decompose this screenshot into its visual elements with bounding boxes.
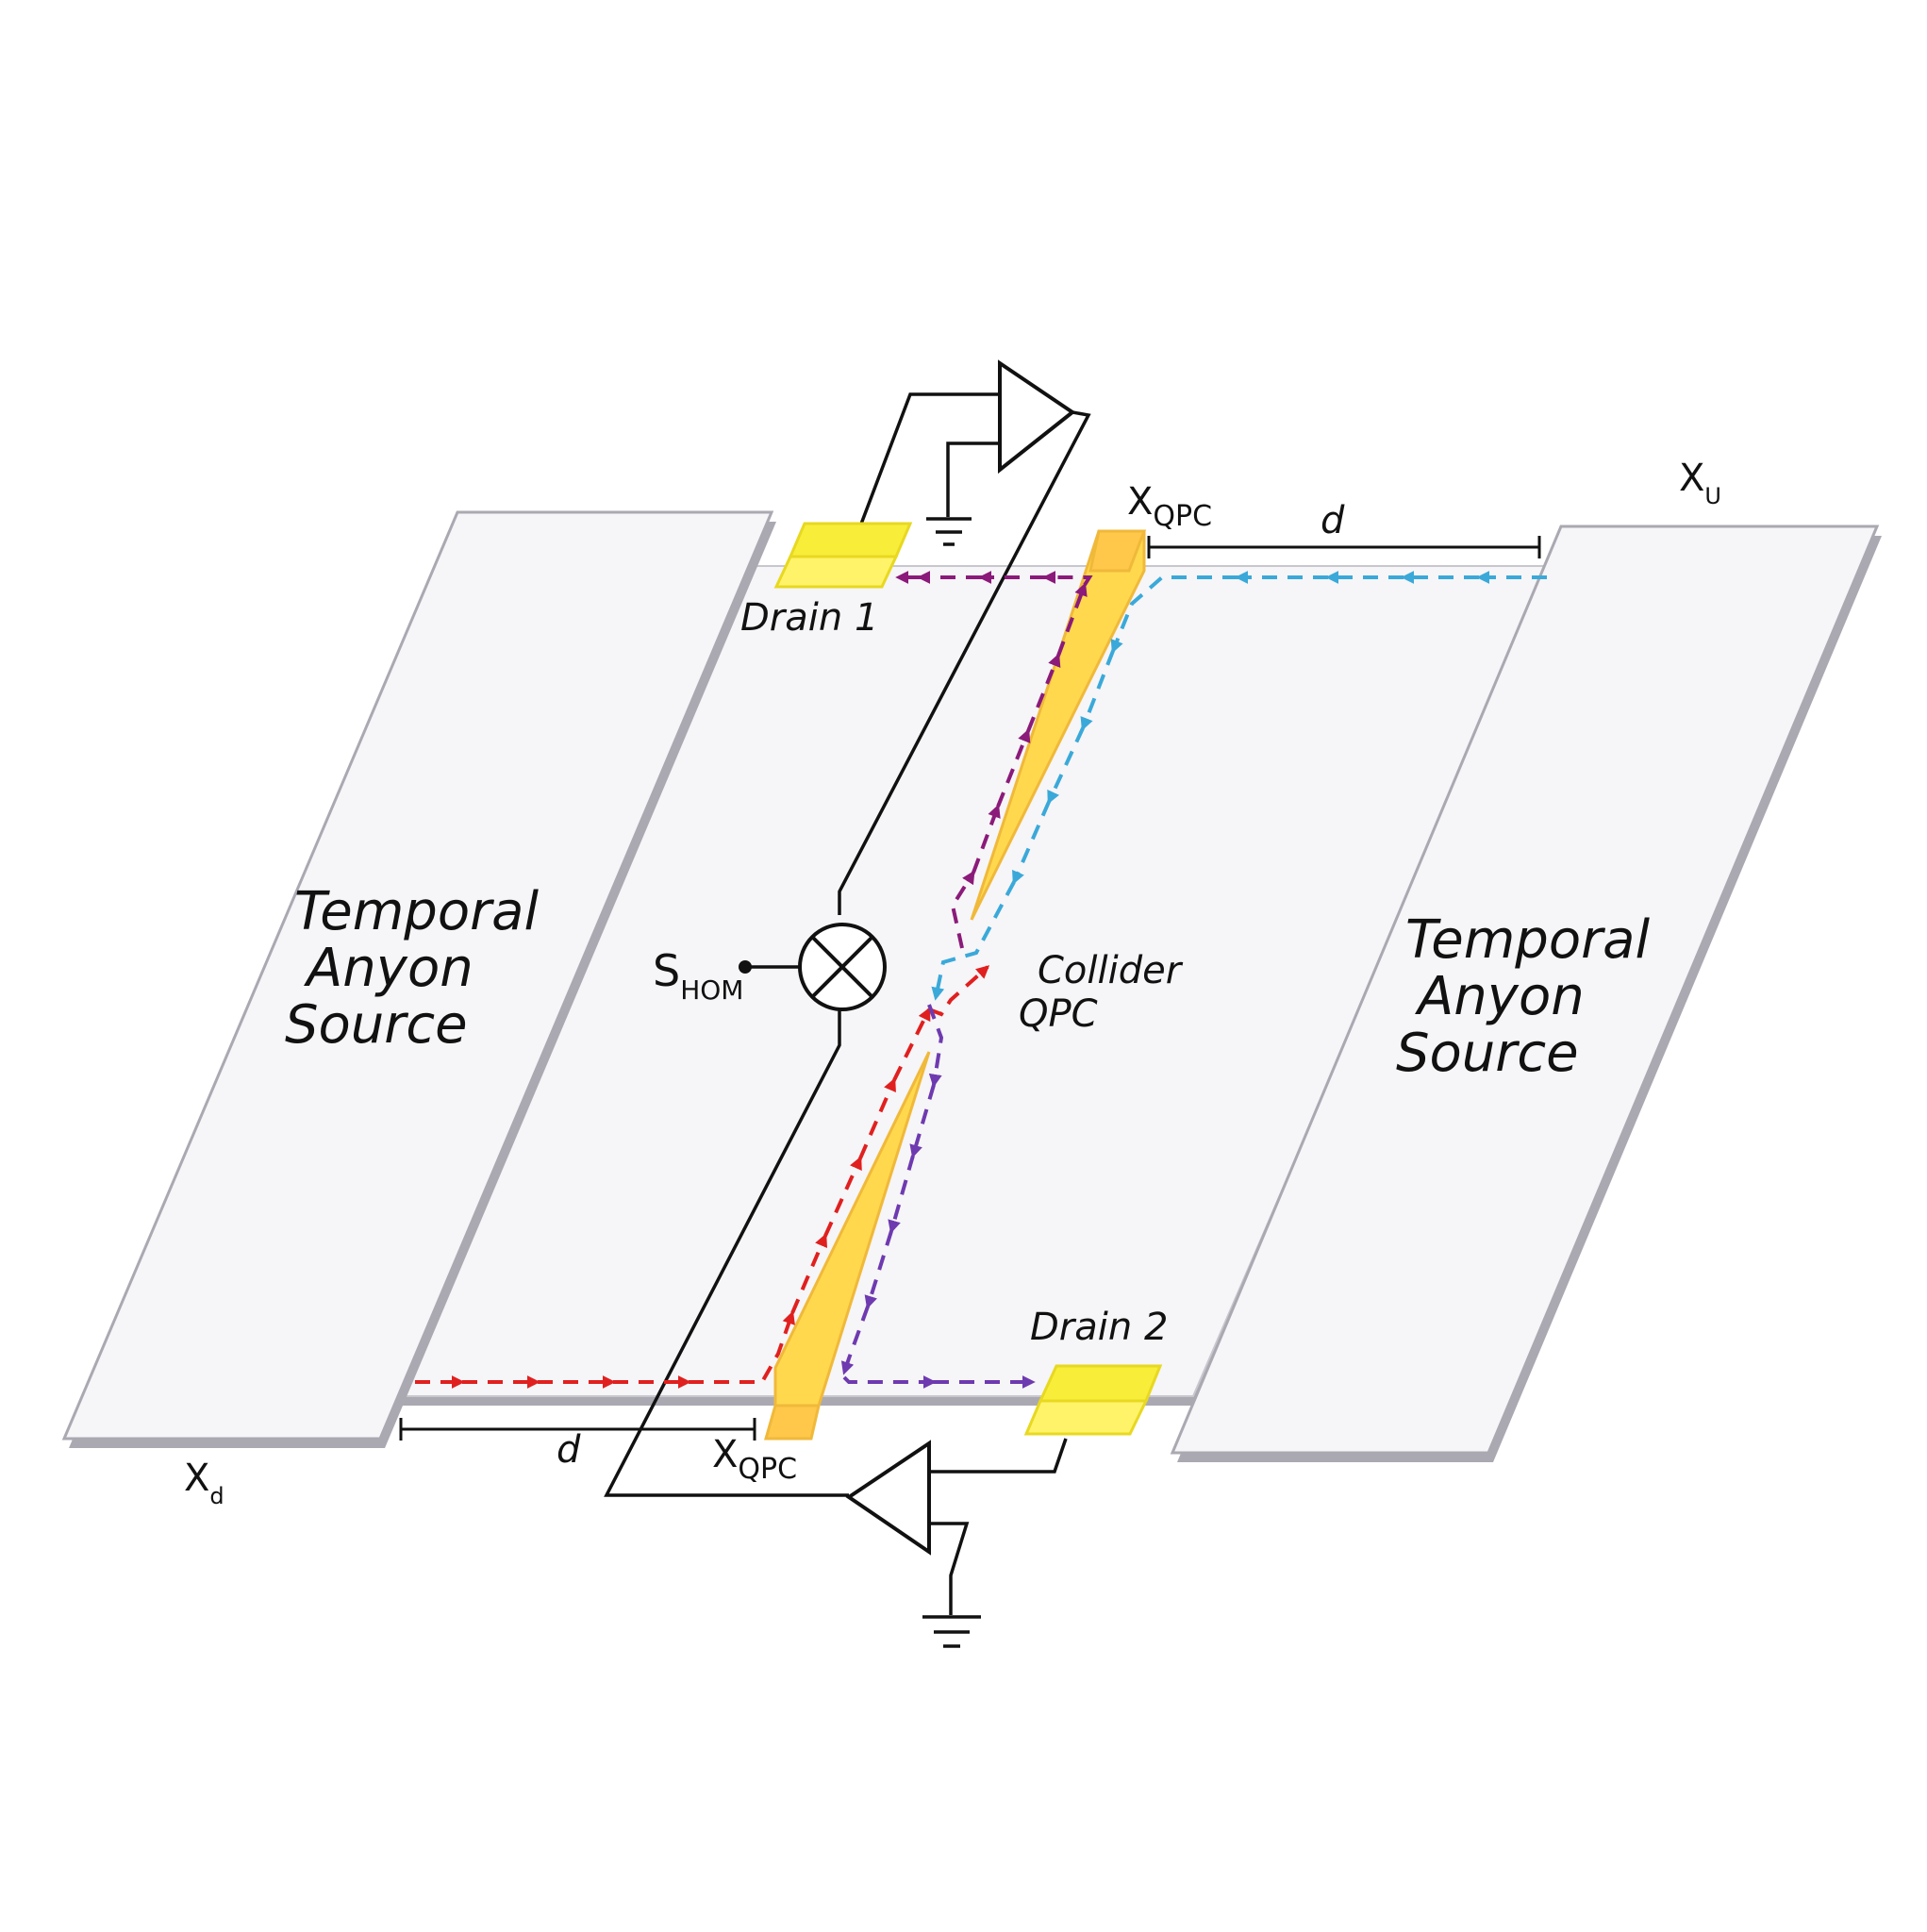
collider-qpc-label: Collider QPC: [1019, 949, 1184, 1036]
edge-paths: [415, 571, 1547, 1389]
amplifier-bottom-icon: [845, 1440, 931, 1556]
source-left-label: Temporal Anyon Source: [285, 881, 539, 1056]
cross-correlator-icon: [798, 923, 887, 1011]
source-right-line-1: Temporal: [1405, 909, 1650, 971]
drain1-contact: [773, 522, 913, 589]
x-qpc-bottom-label: XQPC: [712, 1433, 797, 1486]
s-hom-label: SHOM: [653, 945, 743, 1006]
violet-path-to-drain2: [842, 1375, 937, 1389]
purple-path-up-gate: [950, 870, 975, 949]
source-left-line-2: Anyon: [304, 938, 473, 999]
source-left-line-3: Source: [285, 994, 468, 1056]
d-bottom-label: d: [557, 1428, 581, 1472]
source-right-line-3: Source: [1396, 1023, 1579, 1084]
drain2-label: Drain 2: [1030, 1306, 1168, 1349]
distance-marker-bottom: [399, 1418, 756, 1441]
source-right-line-2: Anyon: [1415, 966, 1585, 1027]
x-u-label: XU: [1679, 457, 1721, 509]
wire-amp-top-ground: [946, 441, 1002, 517]
drain1-label: Drain 1: [740, 596, 878, 640]
qpc-gate-bottom: [764, 1051, 931, 1441]
purple-path-to-drain1: [1042, 571, 1093, 587]
wire-drain2-to-amp: [929, 1438, 1068, 1474]
violet-path-down-gate: [927, 1004, 944, 1088]
source-panel-left: [61, 510, 776, 1448]
source-panel-left-face: [61, 510, 774, 1441]
ground-bottom-icon: [922, 1615, 981, 1648]
circuit-wires: [604, 392, 1091, 1615]
source-panel-right-face: [1170, 525, 1880, 1455]
wire-amp-bottom-ground: [929, 1522, 970, 1615]
source-right-label: Temporal Anyon Source: [1396, 909, 1650, 1084]
ground-top-icon: [926, 517, 972, 546]
amplifier-top-icon: [998, 359, 1076, 475]
collider-label-line-2: QPC: [1019, 992, 1098, 1036]
wire-drain1-to-amp: [858, 392, 1002, 527]
red-path-up-gate: [790, 1233, 828, 1314]
source-panel-right: [1170, 525, 1882, 1462]
source-left-line-1: Temporal: [294, 881, 539, 942]
distance-marker-top: [1147, 536, 1541, 558]
cyan-path-down-gate: [1080, 650, 1115, 731]
x-d-label: Xd: [184, 1457, 224, 1509]
drain2-contact: [1023, 1364, 1163, 1436]
collider-label-line-1: Collider: [1038, 949, 1184, 992]
wire-amp-top-out: [838, 410, 1091, 915]
sample-sheet: [399, 565, 1553, 1406]
shom-node: [739, 960, 752, 974]
qpc-gate-top: [970, 529, 1147, 921]
x-qpc-top-label: XQPC: [1127, 480, 1212, 533]
wire-correlator-down: [604, 1009, 849, 1497]
d-top-label: d: [1321, 499, 1345, 542]
